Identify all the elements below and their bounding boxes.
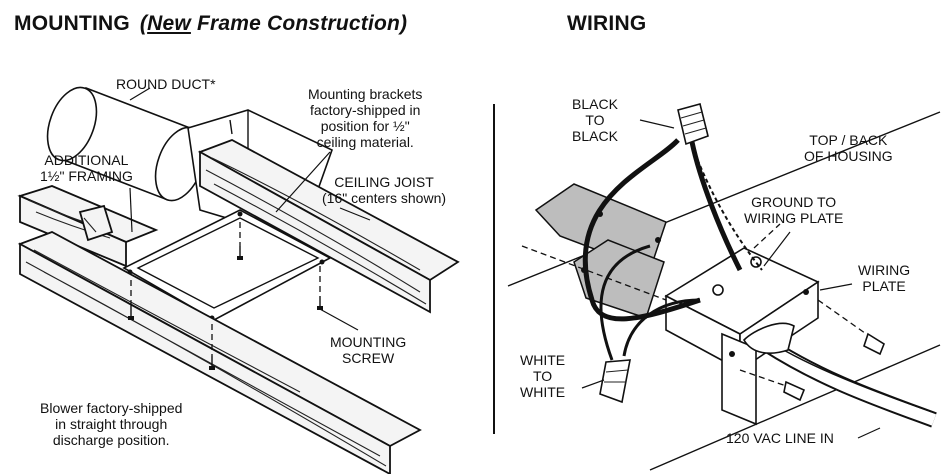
brackets-note: Mounting brackets factory-shipped in pos… bbox=[308, 86, 422, 150]
mounting-heading: MOUNTING (New Frame Construction) bbox=[14, 12, 407, 36]
white-to-white-label: WHITE TO WHITE bbox=[520, 352, 565, 400]
ceiling-joist-label: CEILING JOIST (16" centers shown) bbox=[322, 174, 446, 206]
wiring-plate-label: WIRING PLATE bbox=[858, 262, 910, 294]
wiring-screws bbox=[783, 332, 885, 402]
top-back-line-1: TOP / BACK bbox=[809, 132, 888, 148]
top-back-line-2: OF HOUSING bbox=[804, 148, 893, 164]
black-to-black-label: BLACK TO BLACK bbox=[572, 96, 618, 144]
additional-framing-line-1: ADDITIONAL bbox=[44, 152, 129, 168]
ground-to-plate-line-1: GROUND TO bbox=[751, 194, 837, 210]
additional-framing-label: ADDITIONAL 1½" FRAMING bbox=[40, 152, 133, 184]
wiring-heading: WIRING bbox=[567, 12, 647, 35]
mounting-screw-line-2: SCREW bbox=[342, 350, 395, 366]
junction-box bbox=[664, 247, 820, 426]
wiring-plate-line-1: WIRING bbox=[858, 262, 911, 278]
housing-panel bbox=[507, 111, 941, 471]
white-to-white-line-2: TO bbox=[532, 368, 553, 384]
mounting-screw-line-1: MOUNTING bbox=[330, 334, 407, 350]
brackets-note-line-1: Mounting brackets bbox=[308, 86, 423, 102]
black-wire-nut bbox=[677, 103, 709, 146]
mounting-subtitle: (New Frame Construction) bbox=[139, 12, 408, 35]
white-wire-nut bbox=[599, 359, 631, 404]
blower-note-line-2: in straight through bbox=[55, 416, 168, 432]
line-in-label: 120 VAC LINE IN bbox=[726, 430, 834, 446]
blower-note: Blower factory-shipped in straight throu… bbox=[40, 400, 182, 448]
wiring-plate-flanges bbox=[534, 183, 667, 319]
black-to-black-line-2: TO bbox=[585, 112, 605, 128]
additional-framing bbox=[17, 185, 159, 268]
white-to-white-line-1: WHITE bbox=[520, 352, 566, 368]
blower-note-line-1: Blower factory-shipped bbox=[40, 400, 183, 416]
blower-note-line-3: discharge position. bbox=[52, 432, 170, 448]
brackets-note-line-4: ceiling material. bbox=[316, 134, 414, 150]
ground-to-plate-label: GROUND TO WIRING PLATE bbox=[744, 194, 843, 226]
brackets-note-line-2: factory-shipped in bbox=[309, 102, 421, 118]
mounting-screws bbox=[128, 222, 323, 370]
black-to-black-line-3: BLACK bbox=[572, 128, 618, 144]
line-cable bbox=[743, 322, 937, 428]
mounting-illustration bbox=[17, 86, 460, 474]
ceiling-joist-line-2: (16" centers shown) bbox=[322, 190, 447, 206]
mounting-screw-label: MOUNTING SCREW bbox=[330, 334, 406, 366]
mounting-subtitle-rest: Frame Construction) bbox=[190, 12, 408, 35]
mounting-title: MOUNTING bbox=[14, 12, 130, 35]
ground-to-plate-line-2: WIRING PLATE bbox=[744, 210, 844, 226]
round-duct-label: ROUND DUCT* bbox=[116, 76, 216, 92]
brackets-note-line-3: position for ½" bbox=[320, 118, 410, 134]
mounting-subtitle-new: New bbox=[147, 12, 191, 35]
ceiling-joist-line-1: CEILING JOIST bbox=[334, 174, 434, 190]
top-back-label: TOP / BACK OF HOUSING bbox=[804, 132, 893, 164]
white-to-white-line-3: WHITE bbox=[520, 384, 566, 400]
wiring-plate-line-2: PLATE bbox=[862, 278, 906, 294]
black-to-black-line-1: BLACK bbox=[572, 96, 618, 112]
ceiling-joist-front bbox=[17, 231, 422, 474]
panel-divider bbox=[493, 104, 495, 434]
ceiling-joist-back bbox=[197, 139, 460, 314]
additional-framing-line-2: 1½" FRAMING bbox=[40, 168, 133, 184]
